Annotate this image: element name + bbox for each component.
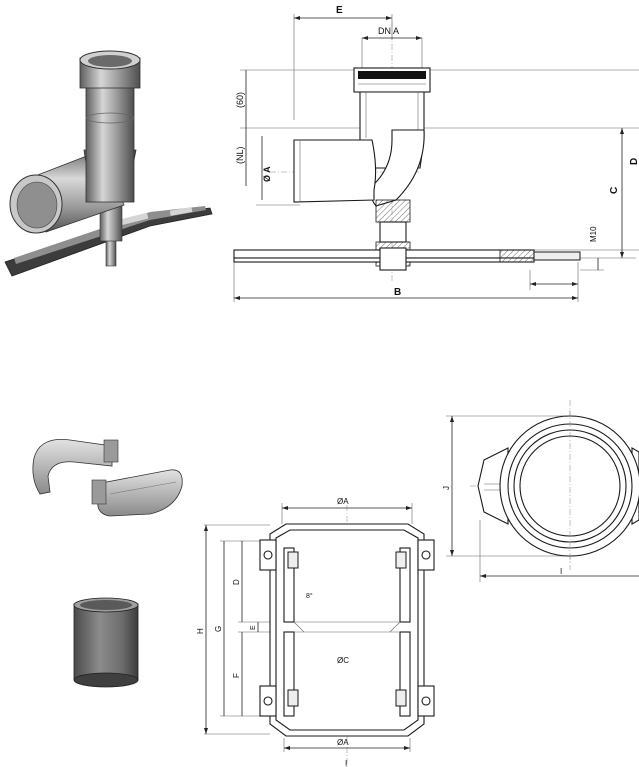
dim-f-label: F: [232, 673, 241, 678]
dim-phi-c-label: ØC: [337, 656, 349, 665]
elbow-3d-illustration: [4, 50, 213, 277]
elbow-technical-drawing: E DN A (60) (NL) Ø A C D M10 B: [233, 5, 639, 302]
dim-60-label: (60): [235, 92, 245, 108]
clamp-halves-3d: [32, 439, 183, 517]
dim-d-label-coupling: D: [232, 579, 241, 585]
dim-j-label: J: [442, 486, 451, 490]
dim-m10-label: M10: [589, 226, 598, 242]
dim-d-label: D: [629, 158, 639, 165]
coupling-end-view-drawing: J I: [442, 400, 639, 582]
dim-phi-a-top-label: ØA: [337, 497, 349, 506]
dim-b-label: B: [394, 287, 401, 298]
dim-g-label: G: [214, 626, 223, 632]
coupling-section-drawing: ØA ØA ØC 8° H G D E F I: [196, 497, 435, 767]
dim-h-label: H: [196, 628, 205, 634]
dim-nl-label: (NL): [235, 146, 245, 164]
sleeve-3d: [73, 597, 139, 688]
dim-e-label: E: [336, 5, 343, 16]
angle-label: 8°: [306, 592, 313, 600]
dim-phi-a-label: Ø A: [262, 166, 272, 182]
dim-phi-a-bottom-label: ØA: [337, 738, 349, 747]
dim-dna-label: DN A: [378, 26, 399, 36]
dim-c-label: C: [609, 187, 620, 194]
dim-i-label: I: [560, 567, 562, 576]
dim-e-label-coupling: E: [250, 625, 257, 630]
dim-i-bottom-label: I: [345, 759, 347, 767]
